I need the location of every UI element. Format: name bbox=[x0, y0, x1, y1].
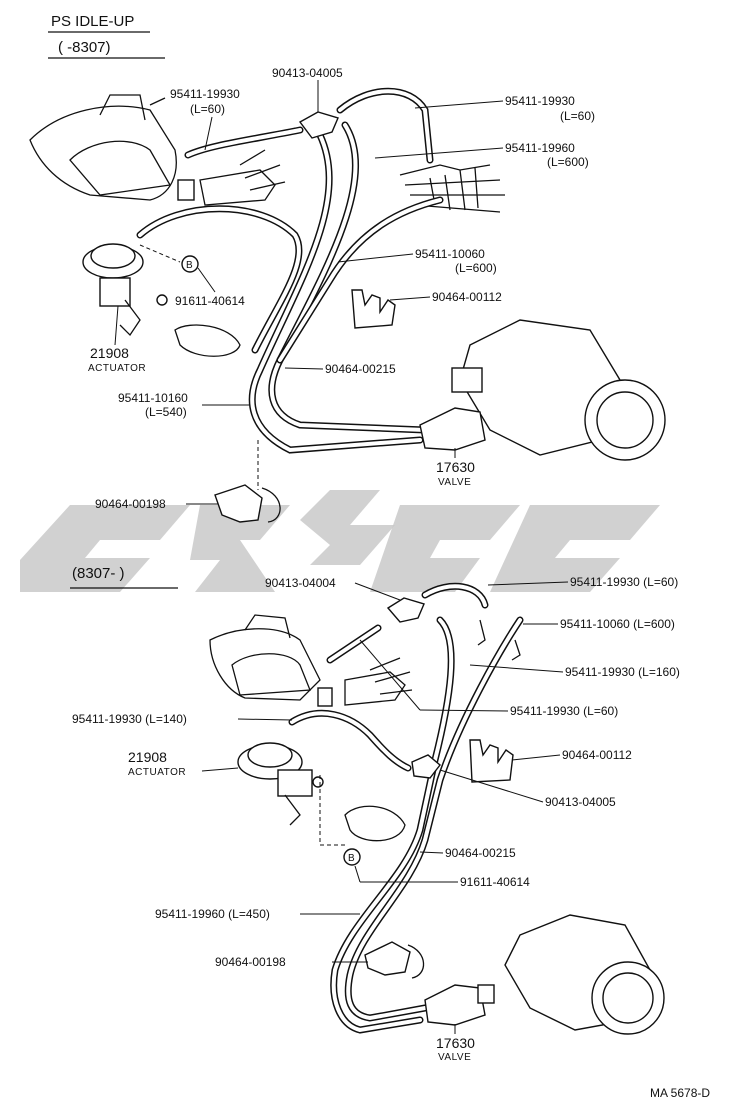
label-b-17630: 17630 bbox=[436, 1035, 475, 1051]
label-t-90464-00112: 90464-00112 bbox=[432, 290, 502, 304]
label-t-l60-a: (L=60) bbox=[190, 102, 225, 116]
label-t-l600-b: (L=600) bbox=[455, 261, 497, 275]
label-b-90464-00112: 90464-00112 bbox=[562, 748, 632, 762]
watermark bbox=[20, 490, 660, 592]
label-b-90413-04004: 90413-04004 bbox=[265, 576, 336, 590]
label-t-21908: 21908 bbox=[90, 345, 129, 361]
label-t-95411-19930-b: 95411-19930 bbox=[505, 94, 575, 108]
label-b-91611-40614: 91611-40614 bbox=[460, 875, 530, 889]
label-t-l540: (L=540) bbox=[145, 405, 187, 419]
label-b-21908: 21908 bbox=[128, 749, 167, 765]
label-t-91611-40614: 91611-40614 bbox=[175, 294, 245, 308]
label-t-l600-a: (L=600) bbox=[547, 155, 589, 169]
bottom-assembly: B bbox=[209, 582, 665, 1035]
label-t-17630: 17630 bbox=[436, 459, 475, 475]
label-t-actuator: ACTUATOR bbox=[88, 363, 146, 374]
label-b-90413-04005: 90413-04005 bbox=[545, 795, 616, 809]
label-t-valve: VALVE bbox=[438, 477, 471, 488]
label-b-95411-19930-l60-b: 95411-19930 (L=60) bbox=[510, 704, 618, 718]
label-t-95411-10160: 95411-10160 bbox=[118, 391, 188, 405]
period-top: ( -8307) bbox=[58, 39, 111, 56]
label-t-95411-19960: 95411-19960 bbox=[505, 141, 575, 155]
label-b-90464-00198: 90464-00198 bbox=[215, 955, 286, 969]
period-bottom: (8307- ) bbox=[72, 565, 125, 582]
label-b-95411-19930-l160: 95411-19930 (L=160) bbox=[565, 665, 680, 679]
label-t-95411-19930-a: 95411-19930 bbox=[170, 87, 240, 101]
top-assembly: B bbox=[29, 87, 666, 523]
top-labels: 95411-19930 (L=60) 90413-04005 95411-199… bbox=[88, 66, 595, 511]
diagram-title: PS IDLE-UP bbox=[51, 13, 134, 30]
label-b-95411-10060: 95411-10060 (L=600) bbox=[560, 617, 675, 631]
bottom-labels: 90413-04004 95411-19930 (L=60) 95411-100… bbox=[72, 575, 680, 1063]
label-b-valve: VALVE bbox=[438, 1052, 471, 1063]
label-t-90464-00215: 90464-00215 bbox=[325, 362, 396, 376]
label-t-95411-10060: 95411-10060 bbox=[415, 247, 485, 261]
label-b-actuator: ACTUATOR bbox=[128, 767, 186, 778]
label-b-90464-00215: 90464-00215 bbox=[445, 846, 516, 860]
label-t-90464-00198: 90464-00198 bbox=[95, 497, 166, 511]
label-b-95411-19960-l450: 95411-19960 (L=450) bbox=[155, 907, 270, 921]
label-t-90413-04005: 90413-04005 bbox=[272, 66, 343, 80]
label-b-95411-19930-l140: 95411-19930 (L=140) bbox=[72, 712, 187, 726]
label-b-95411-19930-l60-a: 95411-19930 (L=60) bbox=[570, 575, 678, 589]
top-ref-b: B bbox=[186, 260, 193, 271]
label-t-l60-b: (L=60) bbox=[560, 109, 595, 123]
bottom-ref-b: B bbox=[348, 853, 355, 864]
diagram-reference: MA 5678-D bbox=[650, 1086, 710, 1100]
